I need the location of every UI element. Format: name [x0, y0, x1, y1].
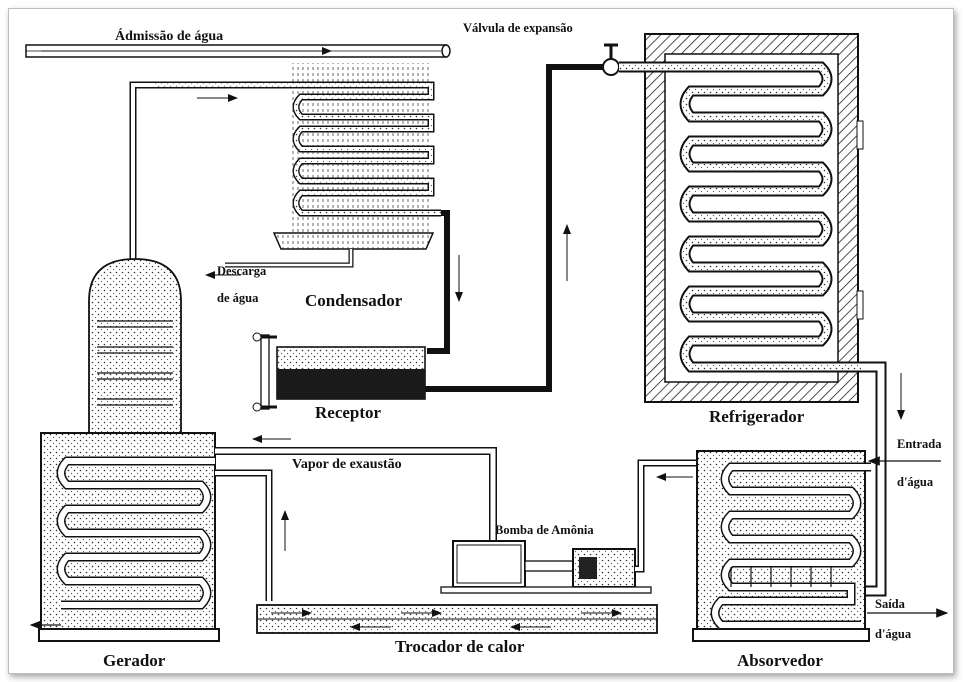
label-vapor: Vapor de exaustão [292, 457, 402, 473]
label-entrada-1: Entrada [897, 437, 941, 452]
label-absorvedor: Absorvedor [737, 651, 823, 671]
ammonia-refrigeration-diagram [9, 9, 953, 673]
label-refrigerador: Refrigerador [709, 407, 804, 427]
label-saida-2: d'água [875, 627, 911, 642]
label-saida-1: Saída [875, 597, 905, 612]
label-receptor: Receptor [315, 403, 381, 423]
generator [31, 259, 219, 641]
condenser [151, 63, 441, 275]
label-entrada-2: d'água [897, 475, 933, 490]
label-valvula: Válvula de expansão [463, 21, 573, 36]
label-trocador: Trocador de calor [395, 637, 524, 657]
label-bomba: Bomba de Amônia [495, 523, 594, 538]
label-admissao: Ádmissão de água [115, 29, 223, 45]
expansion-valve [603, 45, 619, 75]
diagram-frame: Ádmissão de água Válvula de expansão Des… [8, 8, 954, 674]
generator-riser-pipe [133, 85, 153, 259]
label-gerador: Gerador [103, 651, 165, 671]
label-descarga-1: Descarga [217, 264, 266, 279]
water-inlet-pipe [26, 45, 450, 57]
receptor-tank [253, 333, 425, 411]
label-condensador: Condensador [305, 291, 402, 311]
label-descarga-2: de água [217, 291, 258, 306]
heat-exchanger [257, 605, 657, 633]
liquid-line-to-valve [425, 67, 607, 389]
